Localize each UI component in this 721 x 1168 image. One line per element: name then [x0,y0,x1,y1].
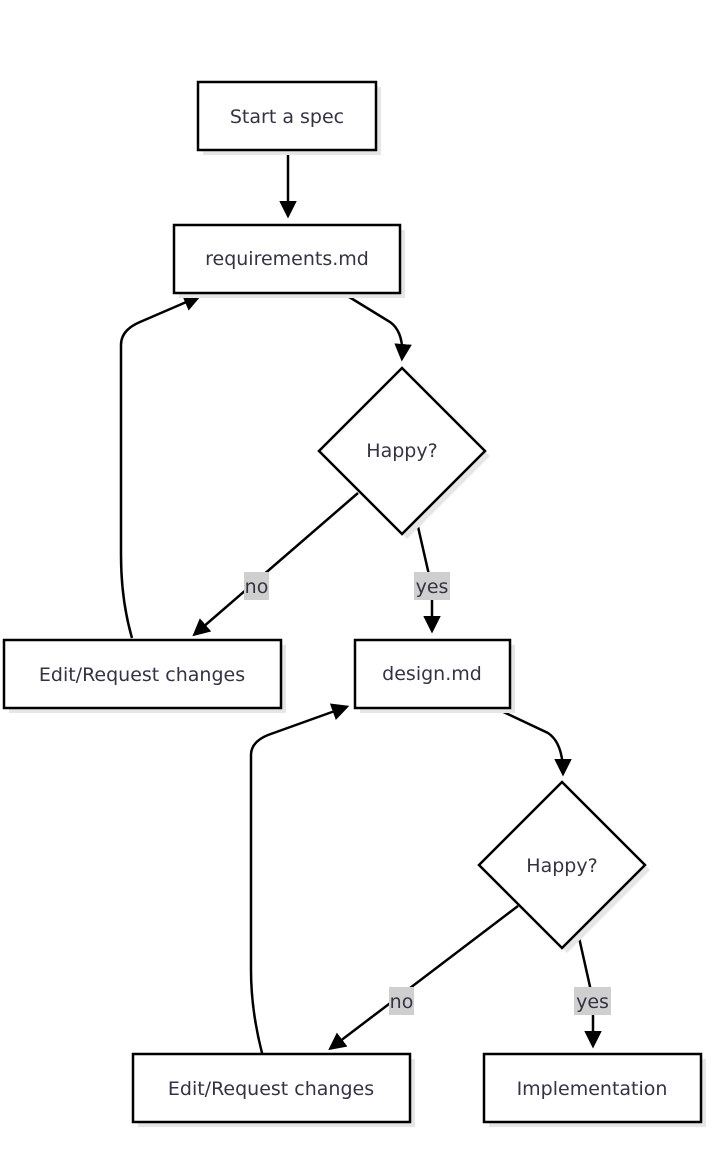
node-start: Start a spec [196,80,381,155]
edge-label-yes-1: yes [416,576,449,598]
node-start-label: Start a spec [230,106,344,128]
node-edit2: Edit/Request changes [131,1052,415,1127]
node-implementation-label: Implementation [517,1078,668,1100]
edge-label-bg-yes-2 [574,987,611,1015]
node-implementation: Implementation [482,1052,706,1127]
node-edit1-label: Edit/Request changes [39,664,245,686]
node-design: design.md [353,638,515,713]
edge-edit1-to-requirements [119,294,202,639]
edges [119,151,602,1054]
nodes: Start a spec requirements.md Happy? Edit… [2,80,706,1127]
edge-label-bg-no-1 [244,572,269,600]
node-edit2-label: Edit/Request changes [168,1078,374,1100]
edge-label-yes-2: yes [576,991,609,1013]
node-requirements-label: requirements.md [205,248,369,270]
edge-labels: no yes no yes [244,572,611,1015]
edge-happy1-no-to-edit1 [192,492,359,637]
node-requirements: requirements.md [172,223,405,298]
edge-label-bg-yes-1 [414,572,450,600]
node-happy2-label: Happy? [526,855,597,877]
edge-label-no-2: no [390,991,414,1013]
node-design-label: design.md [382,663,482,685]
edge-design-to-happy2 [492,705,572,777]
edge-happy2-no-to-edit2 [328,905,519,1051]
node-edit1: Edit/Request changes [2,638,286,713]
edge-edit2-to-design [249,703,350,1054]
edge-label-no-1: no [245,576,269,598]
node-happy1-label: Happy? [366,440,437,462]
node-happy1: Happy? [317,366,490,539]
node-happy2: Happy? [477,780,650,953]
edge-requirements-to-happy1 [340,290,412,362]
edge-label-bg-no-2 [389,987,414,1015]
